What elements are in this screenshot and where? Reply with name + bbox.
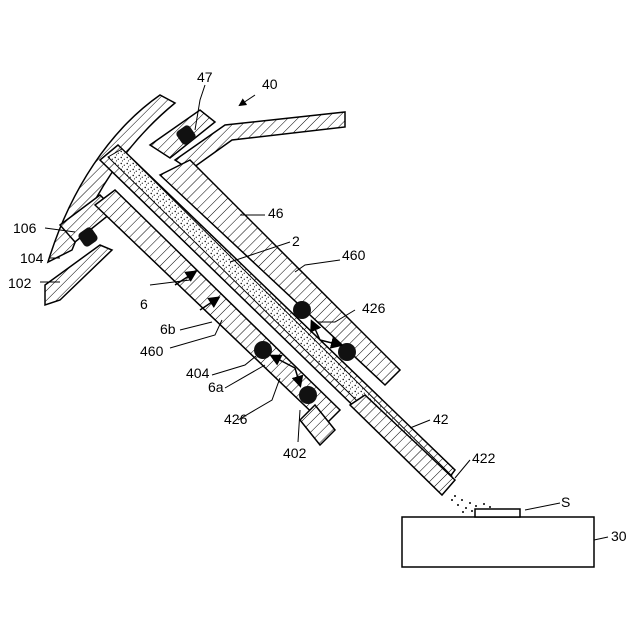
workpiece-30 [402,509,594,567]
seal-426-right [338,343,356,361]
label-6b: 6b [160,321,176,337]
label-46: 46 [268,205,284,221]
label-426-right: 426 [362,300,386,316]
label-30: 30 [611,528,627,544]
label-402: 402 [283,445,307,461]
label-460-top: 460 [342,247,366,263]
label-40: 40 [262,76,278,92]
label-102: 102 [8,275,32,291]
seal-404 [254,341,272,359]
label-42: 42 [433,411,449,427]
label-426-bottom: 426 [224,411,248,427]
sample-S [475,509,520,517]
label-2: 2 [292,233,300,249]
label-6a: 6a [208,379,224,395]
label-104: 104 [20,250,44,266]
label-460-left: 460 [140,343,164,359]
label-404: 404 [186,365,210,381]
seal-426-top [293,301,311,319]
label-422: 422 [472,450,496,466]
label-47: 47 [197,69,213,85]
label-S: S [561,494,570,510]
seal-402 [299,386,317,404]
label-106: 106 [13,220,37,236]
label-6: 6 [140,296,148,312]
